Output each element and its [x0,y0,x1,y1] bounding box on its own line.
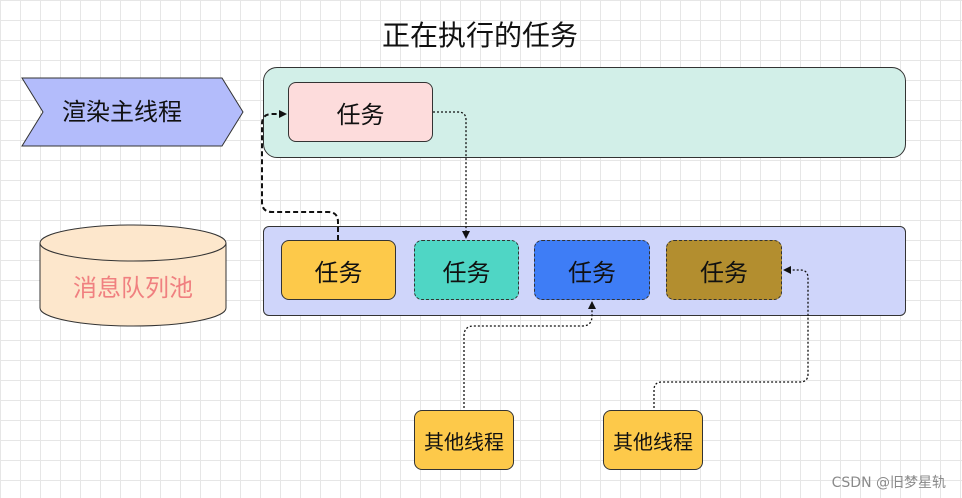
other-thread-2[interactable]: 其他线程 [603,410,703,470]
render-thread-arrow-shape [21,77,244,147]
message-pool-label: 消息队列池 [73,274,193,302]
queue-task-4[interactable]: 任务 [666,240,782,300]
watermark: CSDN @旧梦星轨 [831,475,946,491]
arrow-thread-2-to-queue-task-4 [653,266,809,408]
message-pool-cylinder [39,224,227,327]
arrow-queue-to-running [261,110,339,240]
render-thread-label: 渲染主线程 [62,98,182,126]
other-thread-1[interactable]: 其他线程 [414,410,514,470]
queue-task-1[interactable]: 任务 [281,240,396,300]
diagram-title: 正在执行的任务 [381,19,578,52]
arrow-thread-1-to-queue-task-3 [463,301,596,408]
queue-task-3[interactable]: 任务 [534,240,650,300]
queue-task-2[interactable]: 任务 [414,240,519,300]
running-task[interactable]: 任务 [288,82,433,142]
arrow-running-to-queue-task-2 [433,111,470,239]
